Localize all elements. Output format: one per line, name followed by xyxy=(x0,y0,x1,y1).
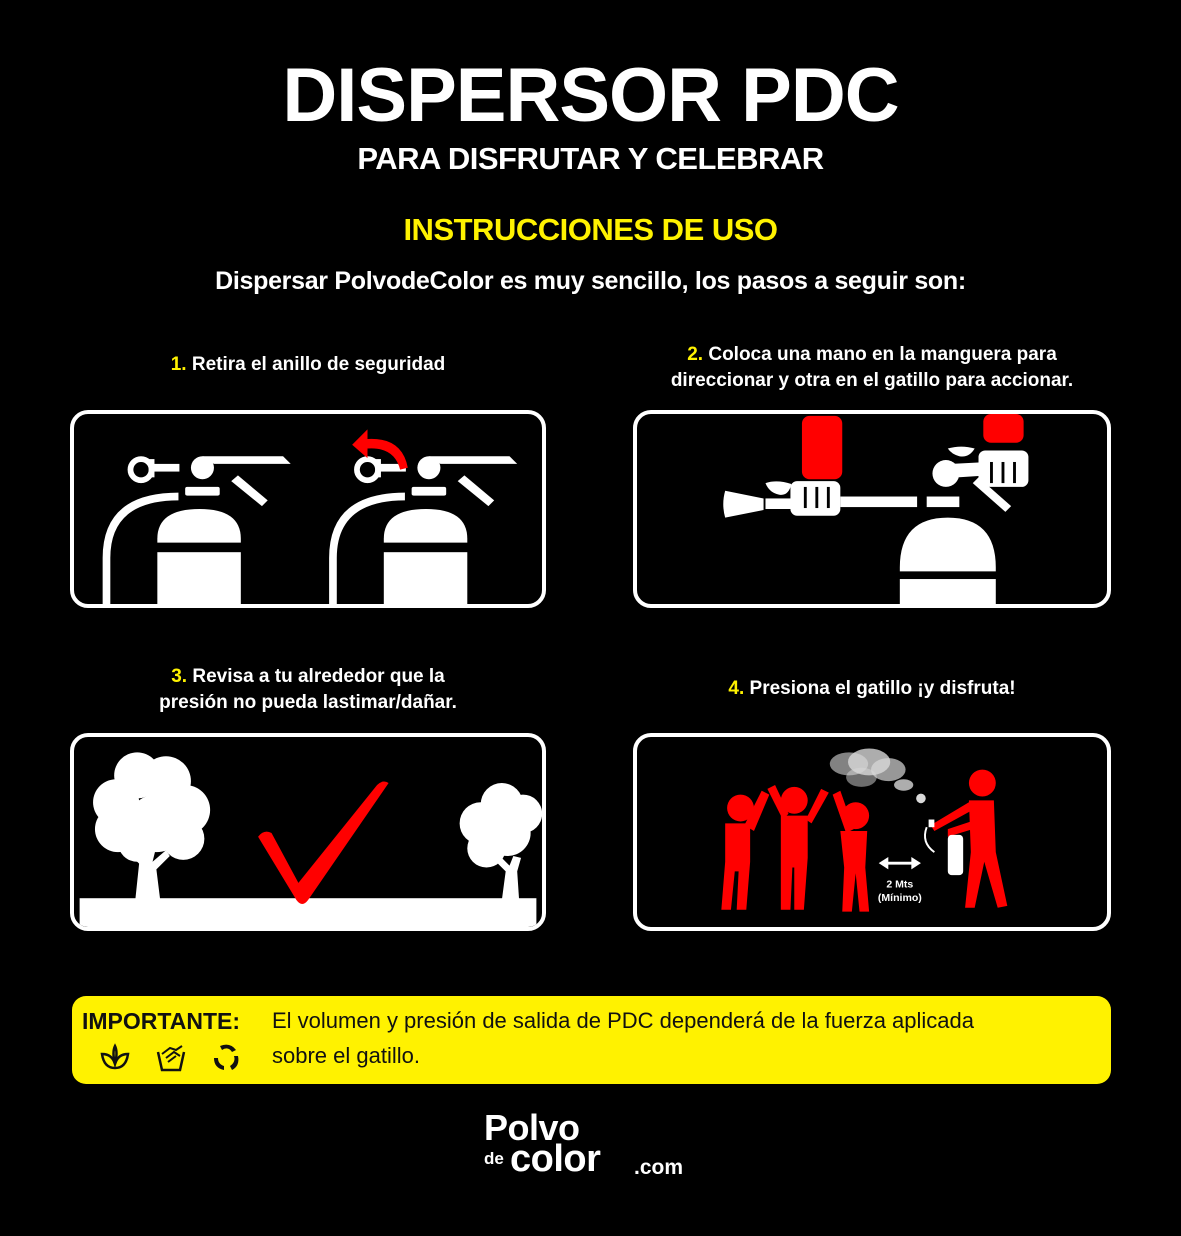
extinguisher-remove-safety-ring-icon xyxy=(102,429,518,604)
logo-line1: Polvo xyxy=(484,1107,580,1148)
intro-text: Dispersar PolvodeColor es muy sencillo, … xyxy=(215,267,966,295)
step-4-panel: 2 Mts (Mínimo) xyxy=(633,733,1111,931)
checkmark-icon xyxy=(258,781,389,904)
step-2-panel xyxy=(633,410,1111,608)
important-note: IMPORTANTE: El volumen y presión de sali… xyxy=(72,996,1111,1084)
eco-icons xyxy=(98,1040,244,1074)
step-1-number: 1. xyxy=(170,354,187,375)
page-subtitle: PARA DISFRUTAR Y CELEBRAR xyxy=(357,141,824,176)
left-arm-red xyxy=(801,415,843,480)
important-text-line1: El volumen y presión de salida de PDC de… xyxy=(272,1008,974,1033)
step-2-number: 2. xyxy=(687,344,704,365)
important-label: IMPORTANTE: xyxy=(82,1008,241,1034)
step-2-text-line1: Coloca una mano en la manguera para xyxy=(708,344,1057,365)
hands-on-hose-and-trigger-icon xyxy=(723,414,1029,604)
step-4-number: 4. xyxy=(728,678,745,699)
step-3-label: 3. Revisa a tu alrededor que la presión … xyxy=(72,664,544,716)
distance-arrow-icon xyxy=(878,856,921,870)
tree-left-icon xyxy=(93,752,211,901)
logo-suffix: .com xyxy=(634,1156,684,1179)
powder-cloud-icon xyxy=(829,748,926,804)
ground xyxy=(79,898,537,927)
step-1-panel xyxy=(70,410,546,608)
step-2-label: 2. Coloca una mano en la manguera para d… xyxy=(634,342,1110,394)
leaf-icon xyxy=(98,1040,132,1074)
right-arm-red xyxy=(983,414,1024,443)
logo-prefix: de xyxy=(484,1149,504,1168)
step-4-text: Presiona el gatillo ¡y disfruta! xyxy=(749,678,1016,699)
step-3-text-line1: Revisa a tu alrededor que la xyxy=(192,666,445,687)
distance-note: (Mínimo) xyxy=(878,892,922,904)
step-1-text: Retira el anillo de seguridad xyxy=(191,354,446,375)
step-3-number: 3. xyxy=(171,666,188,687)
section-title: INSTRUCCIONES DE USO xyxy=(403,212,778,247)
step-2-text-line2: direccionar y otra en el gatillo para ac… xyxy=(670,370,1074,391)
handshake-basin-icon xyxy=(154,1040,188,1074)
logo-word: color xyxy=(510,1138,601,1180)
step-4-label: 4. Presiona el gatillo ¡y disfruta! xyxy=(634,676,1110,702)
people-celebrating-spray-icon: 2 Mts (Mínimo) xyxy=(721,748,1008,912)
trees-with-checkmark-icon xyxy=(79,752,542,927)
step-3-text-line2: presión no pueda lastimar/dañar. xyxy=(159,692,457,713)
page-title: DISPERSOR PDC xyxy=(282,53,899,138)
polvodecolor-logo: Polvo de color .com xyxy=(484,1110,714,1182)
step-1-label: 1. Retira el anillo de seguridad xyxy=(72,352,544,378)
recycle-leaves-icon xyxy=(210,1040,244,1074)
important-text-line2: sobre el gatillo. xyxy=(272,1043,420,1068)
distance-value: 2 Mts xyxy=(886,879,913,891)
tree-right-icon xyxy=(459,783,542,901)
step-3-panel xyxy=(70,733,546,931)
red-arrow-icon xyxy=(352,429,408,470)
